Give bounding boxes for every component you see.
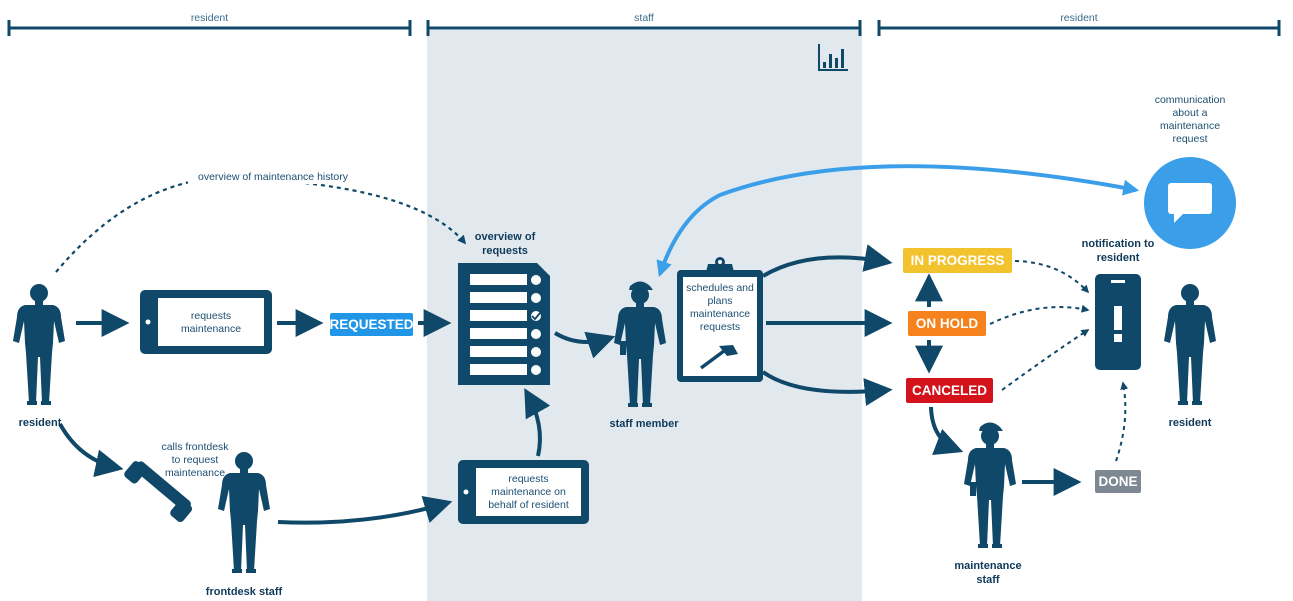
status-badge-requested: REQUESTED (330, 313, 414, 336)
staff-member-label: staff member (609, 418, 679, 430)
status-badge-in-progress: IN PROGRESS (903, 248, 1012, 273)
resident-left-label: resident (18, 417, 62, 429)
notification-label: notification to resident (1081, 238, 1155, 264)
arrow-canceled-to-maintenance (929, 406, 964, 456)
behalf-label: requests maintenance on behalf of reside… (488, 473, 569, 512)
section-label-resident-left: resident (190, 12, 229, 24)
section-brackets (7, 20, 1281, 36)
request-list-icon (458, 263, 550, 385)
arrow-to-canceled (761, 370, 893, 406)
section-label-staff: staff (634, 12, 654, 24)
staff-member-figure (614, 281, 666, 407)
behalf-phone-icon (458, 460, 589, 524)
phone-requests-label: requests maintenance (180, 310, 242, 336)
arrow-frontdesk-to-phone (277, 495, 453, 525)
calls-frontdesk-label: calls frontdesk to request maintenance (161, 441, 229, 480)
status-badge-done: DONE (1095, 470, 1141, 493)
arrow-phone-to-list (524, 388, 551, 457)
maintenance-staff-figure (964, 422, 1016, 548)
resident-right-figure (1164, 284, 1216, 405)
arrow-resident-to-call (58, 423, 124, 478)
communication-arrow (656, 164, 1140, 278)
chat-bubble-icon (1144, 157, 1236, 249)
clipboard-icon (677, 257, 763, 382)
arrow-list-to-staff (553, 331, 616, 359)
section-label-resident-right: resident (1060, 12, 1098, 24)
status-badge-canceled: CANCELED (906, 378, 993, 403)
dashed-done-to-notification (1115, 381, 1129, 462)
phone-device-icon (140, 290, 272, 354)
history-label: overview of maintenance history (188, 171, 358, 185)
dashed-hold-to-notification (989, 304, 1090, 325)
overview-requests-label: overview of requests (474, 231, 536, 257)
maintenance-staff-label: maintenance staff (954, 560, 1022, 586)
schedules-label: schedules and plans maintenance requests (686, 282, 754, 334)
resident-left-figure (13, 284, 65, 405)
resident-right-label: resident (1168, 417, 1212, 429)
history-dashed-arrow (55, 175, 467, 273)
communication-label: communication about a maintenance reques… (1154, 94, 1226, 146)
dashed-progress-to-notification (1014, 260, 1090, 294)
bar-chart-icon (818, 44, 848, 71)
frontdesk-staff-label: frontdesk staff (205, 586, 283, 598)
dashed-canceled-to-notification (1001, 329, 1090, 391)
telephone-icon (124, 461, 193, 523)
notification-phone-icon (1095, 274, 1141, 370)
status-badge-on-hold: ON HOLD (908, 311, 986, 336)
